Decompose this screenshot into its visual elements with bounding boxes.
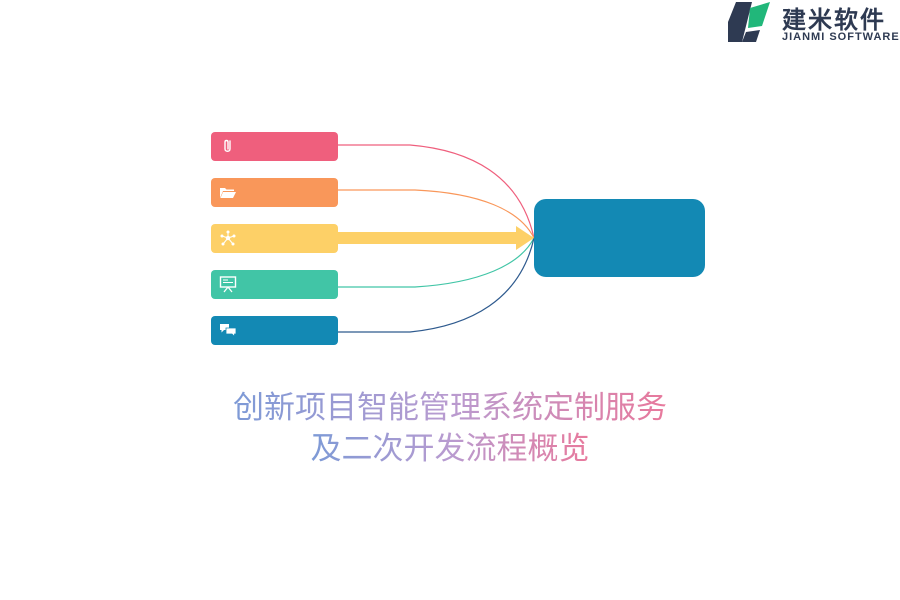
connector-line-5 (338, 237, 535, 333)
connector-line-1 (338, 144, 535, 239)
hub-box (534, 199, 705, 277)
title-line-2-text: 及二次开发流程概览 (310, 431, 590, 467)
network-icon (220, 230, 236, 246)
connector-line-2 (338, 189, 535, 239)
item-bar-2 (211, 178, 338, 207)
logo-mark-icon (728, 2, 770, 42)
highlight-arrow (338, 226, 534, 250)
title-line-1-text: 创新项目智能管理系统定制服务 (233, 390, 667, 426)
chat-icon (220, 324, 237, 338)
folder-icon (220, 188, 236, 198)
brand-logo: 建米软件 JIANMI SOFTWARE (726, 0, 900, 46)
item-bar-4 (211, 270, 338, 299)
page-title-line-1: 创新项目智能管理系统定制服务 (0, 387, 900, 429)
logo-english-name: JIANMI SOFTWARE (782, 31, 900, 43)
presentation-icon (219, 276, 237, 293)
item-bar-3 (211, 224, 338, 253)
item-bar-5 (211, 316, 338, 345)
paperclip-icon (224, 139, 231, 152)
connector-line-4 (338, 237, 535, 288)
item-bar-1 (211, 132, 338, 161)
logo-chinese-name: 建米软件 (782, 6, 886, 34)
page-title-line-2: 及二次开发流程概览 (0, 428, 900, 470)
